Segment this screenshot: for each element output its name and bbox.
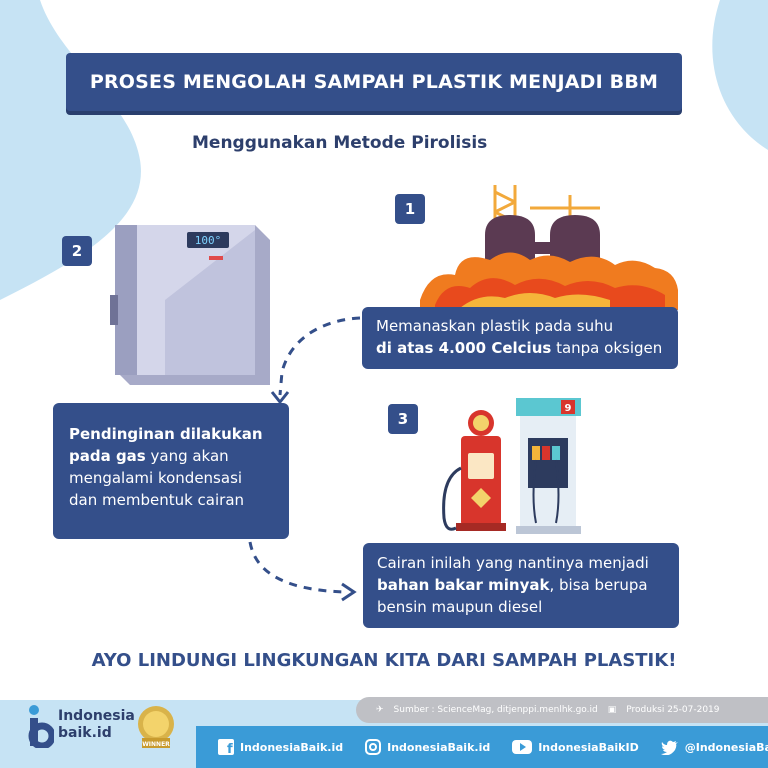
instagram-icon (365, 739, 382, 755)
machine-display: 100° (195, 234, 222, 247)
step-2-box: Pendinginan dilakukan pada gas yang akan… (53, 403, 289, 539)
step-3-line-1: Cairan inilah yang nantinya menjadi (377, 554, 649, 572)
social-youtube-label: IndonesiaBaikID (538, 740, 639, 754)
source-icon: ✈ (376, 705, 384, 715)
award-text: WINNER (142, 741, 170, 748)
social-facebook[interactable]: f IndonesiaBaik.id (218, 739, 343, 755)
produced-text: Produksi 25-07-2019 (626, 705, 720, 715)
brand-line-1: Indonesia (58, 708, 135, 724)
step-2-bold-2: pada gas (69, 447, 146, 465)
source-bar: ✈ Sumber : ScienceMag, ditjenppi.menlhk.… (356, 697, 768, 723)
step-1-bold: di atas 4.000 Celcius (376, 339, 552, 357)
page-subtitle: Menggunakan Metode Pirolisis (192, 133, 488, 153)
twitter-icon (660, 740, 679, 755)
calendar-icon: ▣ (607, 705, 617, 715)
step-2-number: 2 (71, 242, 83, 260)
source-text: Sumber : ScienceMag, ditjenppi.menlhk.go… (393, 705, 598, 715)
svg-text:f: f (227, 742, 233, 755)
brand-logo-area: Indonesia baik.id WINNER (0, 690, 200, 768)
step-1-badge: 1 (395, 194, 425, 224)
social-facebook-label: IndonesiaBaik.id (240, 740, 344, 754)
step-3-line-3: bensin maupun diesel (377, 598, 543, 616)
step-2-post-1: yang akan (145, 447, 229, 465)
step-2-line-4: dan membentuk cairan (69, 491, 245, 509)
condenser-machine-illustration: 100° (110, 225, 270, 385)
step-2-badge: 2 (62, 236, 92, 266)
brand-logo-icon (28, 705, 54, 748)
brand-line-2: baik.id (58, 725, 112, 741)
facebook-icon: f (218, 739, 234, 755)
step-1-number: 1 (404, 200, 416, 218)
step-1-box: Memanaskan plastik pada suhu di atas 4.0… (362, 307, 678, 369)
social-bar: f IndonesiaBaik.id IndonesiaBaik.id Indo… (196, 726, 768, 768)
fuel-pumps-illustration: 9 (442, 398, 581, 534)
award-badge-icon: WINNER (138, 706, 174, 748)
youtube-icon (512, 740, 533, 754)
title-banner: PROSES MENGOLAH SAMPAH PLASTIK MENJADI B… (66, 53, 682, 111)
tagline: AYO LINDUNGI LINGKUNGAN KITA DARI SAMPAH… (91, 650, 677, 671)
page-title: PROSES MENGOLAH SAMPAH PLASTIK MENJADI B… (89, 71, 659, 93)
step-3-mid: , bisa berupa (549, 576, 648, 594)
step-3-badge: 3 (388, 404, 418, 434)
step-2-bold-1: Pendinginan dilakukan (69, 425, 263, 443)
brand-logo-text: Indonesia baik.id (58, 708, 135, 742)
step-3-bold: bahan bakar minyak (377, 576, 550, 594)
step-1-line-1: Memanaskan plastik pada suhu (376, 317, 614, 335)
social-twitter[interactable]: @IndonesiaBaikid (660, 740, 768, 755)
step-1-post: tanpa oksigen (551, 339, 663, 357)
social-instagram[interactable]: IndonesiaBaik.id (365, 739, 490, 755)
step-3-box: Cairan inilah yang nantinya menjadi baha… (363, 543, 679, 628)
step-3-line-2: bahan bakar minyak, bisa berupa (377, 574, 679, 596)
step-3-number: 3 (397, 410, 409, 428)
step-2-line-1: Pendinginan dilakukan (69, 423, 289, 445)
social-youtube[interactable]: IndonesiaBaikID (512, 740, 639, 754)
step-2-line-3: mengalami kondensasi (69, 469, 243, 487)
social-instagram-label: IndonesiaBaik.id (387, 740, 491, 754)
step-2-line-2: pada gas yang akan (69, 445, 289, 467)
social-twitter-label: @IndonesiaBaikid (684, 740, 768, 754)
refinery-flames-illustration (420, 185, 678, 310)
step-1-line-2: di atas 4.000 Celcius tanpa oksigen (376, 337, 678, 359)
pump-number: 9 (565, 403, 572, 414)
